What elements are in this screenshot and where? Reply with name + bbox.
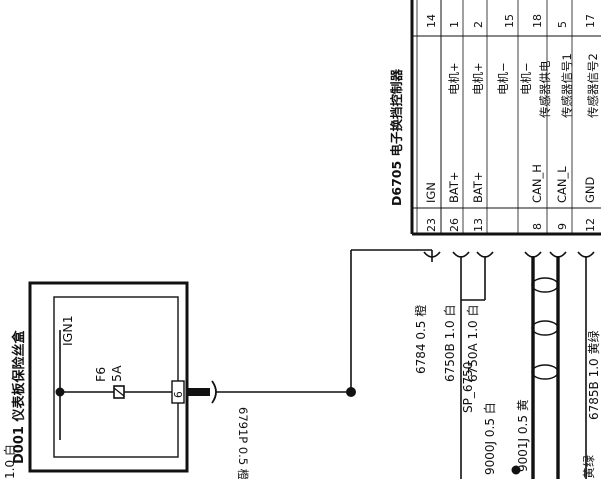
- wire-6791P-label: 6791P 0.5 橙: [236, 407, 250, 479]
- controller-wires: [423, 250, 595, 479]
- fuse-box: [28, 281, 189, 473]
- pin-name-14: 电机+: [447, 62, 461, 95]
- pin-num-18: 18: [531, 14, 544, 28]
- wire-6791P: [186, 380, 356, 404]
- fuse-box-inner: [53, 296, 179, 458]
- wire-label-9000J: 9000J 0.5 白: [482, 402, 497, 475]
- pin-num-12: 12: [584, 218, 597, 232]
- wire-label-6750B: 6750B 1.0 白: [442, 305, 457, 383]
- pin-num-9: 9: [556, 223, 569, 230]
- pin-num-23: 23: [425, 218, 438, 232]
- pin-name-17: 传感器信号2: [586, 53, 600, 118]
- pin-name-12: GND: [583, 176, 597, 203]
- fuse-box-outer: [28, 281, 189, 473]
- controller-pins: 23 IGN 26 BAT+ 13 BAT+ 8 CAN_H 9 CAN_L 1…: [424, 14, 600, 232]
- fuse-pin-number: 6: [173, 391, 185, 398]
- junction-dot: [55, 387, 65, 397]
- pin-name-13: BAT+: [471, 171, 485, 203]
- fuse-pin-box: [171, 380, 185, 404]
- pin-name-8: CAN_H: [530, 164, 544, 203]
- pin-name-2: 电机−: [496, 62, 510, 95]
- pin-num-13: 13: [472, 218, 485, 232]
- pin-num-5: 5: [556, 21, 569, 28]
- pin-name-1: 电机+: [471, 62, 485, 95]
- pin-num-1: 1: [448, 21, 461, 28]
- wire-label-ground-yellow-green: 黄绿: [581, 455, 596, 479]
- wire-label-9001J: 9001J 0.5 黄: [516, 399, 530, 472]
- pin-name-23: IGN: [424, 182, 438, 203]
- wire-label-left-white: 1.0 白: [2, 444, 17, 479]
- controller-box: [410, 0, 601, 236]
- ign1-label: IGN1: [60, 315, 75, 346]
- pin-num-8: 8: [531, 223, 544, 230]
- pin-name-15: 电机−: [519, 62, 533, 95]
- pin-name-26: BAT+: [447, 171, 461, 203]
- pin-name-9: CAN_L: [555, 166, 569, 203]
- pin-num-17: 17: [584, 14, 597, 28]
- pin-num-2: 2: [472, 21, 485, 28]
- pin-num-15: 15: [503, 14, 516, 28]
- pin-name-18: 传感器供电: [538, 60, 552, 118]
- fuse-box-label: D001 仪表板保险丝盒: [11, 330, 27, 464]
- ground-splice-dot: [511, 465, 521, 475]
- pin-num-26: 26: [448, 218, 461, 232]
- wire-label-6750A: 6750A 1.0 白: [465, 305, 480, 382]
- pin-name-5: 传感器信号1: [560, 53, 574, 118]
- controller-label: D6705 电子换挡控制器: [389, 68, 404, 206]
- fuse-name-label: F6: [93, 367, 108, 382]
- wire-label-6785B: 6785B 1.0 黄绿: [586, 331, 601, 421]
- fuse-rating-label: 5A: [109, 365, 124, 382]
- pin-num-14: 14: [425, 14, 438, 28]
- sp-label: SP_6750: [461, 362, 475, 413]
- wire-label-6784: 6784 0.5 橙: [413, 305, 428, 374]
